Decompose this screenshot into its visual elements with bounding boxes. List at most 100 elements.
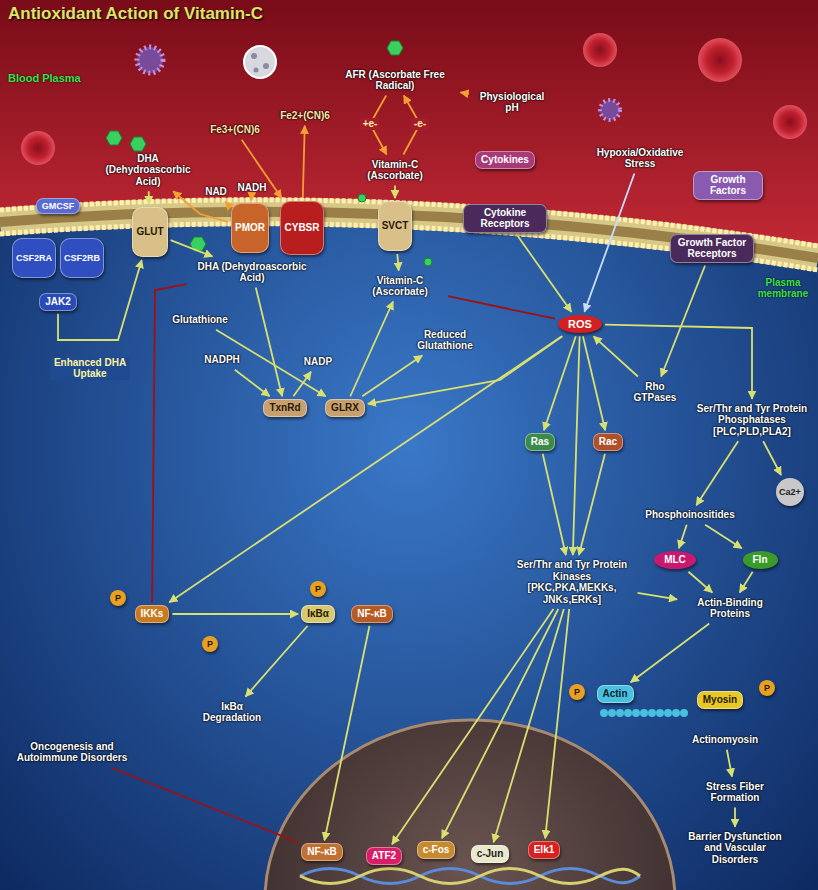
node-text: Cytokine Receptors (469, 207, 541, 230)
molecule-label: Rho GTPases (624, 380, 686, 405)
pathway-arrow (169, 336, 561, 602)
node-text: Rho GTPases (626, 381, 684, 404)
molecule-label: Oncogenesis and Autoimmune Disorders (10, 740, 135, 765)
protein-blob: ATF2 (366, 847, 402, 865)
molecule-label: Actinomyosin (690, 733, 760, 747)
phosphate-circle: P (759, 680, 775, 696)
node-text: DHA (Dehydroascorbic Acid) (192, 261, 313, 284)
region-label: Blood Plasma (8, 72, 81, 85)
molecule-label: DHA (Dehydroascorbic Acid) (190, 260, 315, 285)
actin-filament (600, 709, 688, 717)
pathway-arrow (543, 454, 566, 555)
node-text: Myosin (703, 694, 737, 706)
node-text: c-Jun (477, 848, 504, 860)
molecule-label: Glutathione (170, 313, 230, 327)
node-text: IκBα (307, 608, 329, 620)
node-text: Cytokines (481, 154, 529, 166)
phosphate-circle: Ca2+ (776, 478, 804, 506)
molecule-label: Vitamin-C (Ascorbate) (350, 158, 440, 183)
node-text: Actin (603, 688, 628, 700)
protein-blob: Cytokines (475, 151, 535, 169)
protein-blob: Growth Factors (693, 171, 763, 200)
node-text: Ser/Thr and Tyr Protein Kinases [PKC,PKA… (512, 559, 633, 605)
node-text: P (764, 683, 770, 693)
pathway-arrow (727, 750, 732, 777)
node-text: P (115, 593, 121, 603)
molecule-label: DHA (Dehydroascorbic Acid) (96, 152, 201, 189)
molecule-label: NAD (203, 185, 229, 199)
molecule-label: Ser/Thr and Tyr Protein Kinases [PKC,PKA… (510, 558, 635, 606)
node-text: Fe2+(CN)6 (280, 110, 330, 122)
node-text: GLRX (331, 402, 359, 414)
protein-blob: TxnRd (263, 399, 306, 417)
pathway-arrow (362, 356, 422, 397)
node-text: Phosphoinositides (645, 509, 734, 521)
protein-blob: Cytokine Receptors (463, 204, 547, 233)
protein-blob: JAK2 (39, 293, 77, 311)
pathway-arrow (696, 441, 738, 505)
node-text: Stress Fiber Formation (690, 781, 781, 804)
membrane-protein: SVCT (378, 201, 413, 251)
molecule-label: Fe3+(CN)6 (208, 123, 262, 137)
node-text: NAD (205, 186, 227, 198)
protein-blob: NF-κB (351, 605, 392, 623)
pathway-arrow (225, 202, 228, 205)
protein-blob: GLRX (325, 399, 365, 417)
pathway-arrow (544, 336, 576, 430)
protein-blob: Ras (525, 433, 555, 451)
phosphate-circle: P (202, 636, 218, 652)
pathway-arrow (545, 609, 569, 838)
blood-cells (21, 33, 807, 165)
node-text: NADP (304, 356, 332, 368)
molecule-label: Hypoxia/Oxidative Stress (585, 146, 695, 171)
pathway-arrow (734, 808, 736, 827)
phosphate-circle: P (310, 581, 326, 597)
node-text: IκBα Degradation (194, 701, 270, 724)
node-text: IKKs (141, 608, 164, 620)
oval-node: ROS (558, 315, 602, 334)
pathway-arrow (594, 336, 638, 376)
pathway-arrow (293, 372, 311, 397)
molecule-label: IκBα Degradation (192, 700, 272, 725)
node-text: Elk1 (534, 844, 555, 856)
oval-node: MLC (654, 551, 696, 569)
pathway-arrow (517, 236, 571, 312)
node-text: MLC (664, 554, 686, 566)
node-text: Barrier Dysfunction and Vascular Disorde… (682, 831, 788, 866)
pathway-arrow (148, 191, 150, 204)
pathway-arrow (324, 626, 369, 841)
molecule-label: Vitamin-C (Ascorbate) (355, 274, 445, 299)
pathway-arrow (350, 302, 393, 397)
pathway-arrow (584, 174, 634, 312)
molecule-label: Physiological pH (472, 90, 552, 115)
node-text: ROS (568, 318, 592, 331)
node-text: Ser/Thr and Tyr Protein Phosphatases [PL… (694, 403, 810, 438)
pathway-arrow (573, 336, 580, 555)
membrane-protein: CYBSR (280, 201, 323, 255)
pathway-arrow (583, 336, 605, 430)
node-text: TxnRd (269, 402, 300, 414)
node-text: GLUT (136, 226, 163, 238)
pathway-arrow (303, 126, 305, 198)
node-text: Reduced Glutathione (409, 329, 481, 352)
pathway-arrow (661, 266, 705, 377)
pathway-arrow (442, 609, 558, 838)
node-text: Fe3+(CN)6 (210, 124, 260, 136)
node-text: CSF2RA (16, 253, 52, 263)
pathway-arrow (171, 240, 213, 256)
node-text: Fln (753, 554, 768, 566)
pathway-arrow (579, 454, 605, 555)
phosphate-circle: P (569, 684, 585, 700)
node-text: Vitamin-C (Ascorbate) (352, 159, 438, 182)
node-text: CYBSR (284, 222, 319, 234)
pathway-arrow (246, 626, 308, 697)
molecule-label: NADH (236, 181, 269, 195)
protein-blob: IκBα (301, 605, 335, 623)
pathway-arrow (172, 613, 298, 615)
plasma-membrane (0, 200, 818, 270)
pathway-arrow (494, 609, 564, 842)
membrane-protein: PMOR (231, 203, 269, 253)
protein-blob: GMCSF (36, 198, 81, 214)
node-text: DHA (Dehydroascorbic Acid) (98, 153, 199, 188)
pathway-arrow (638, 593, 678, 600)
